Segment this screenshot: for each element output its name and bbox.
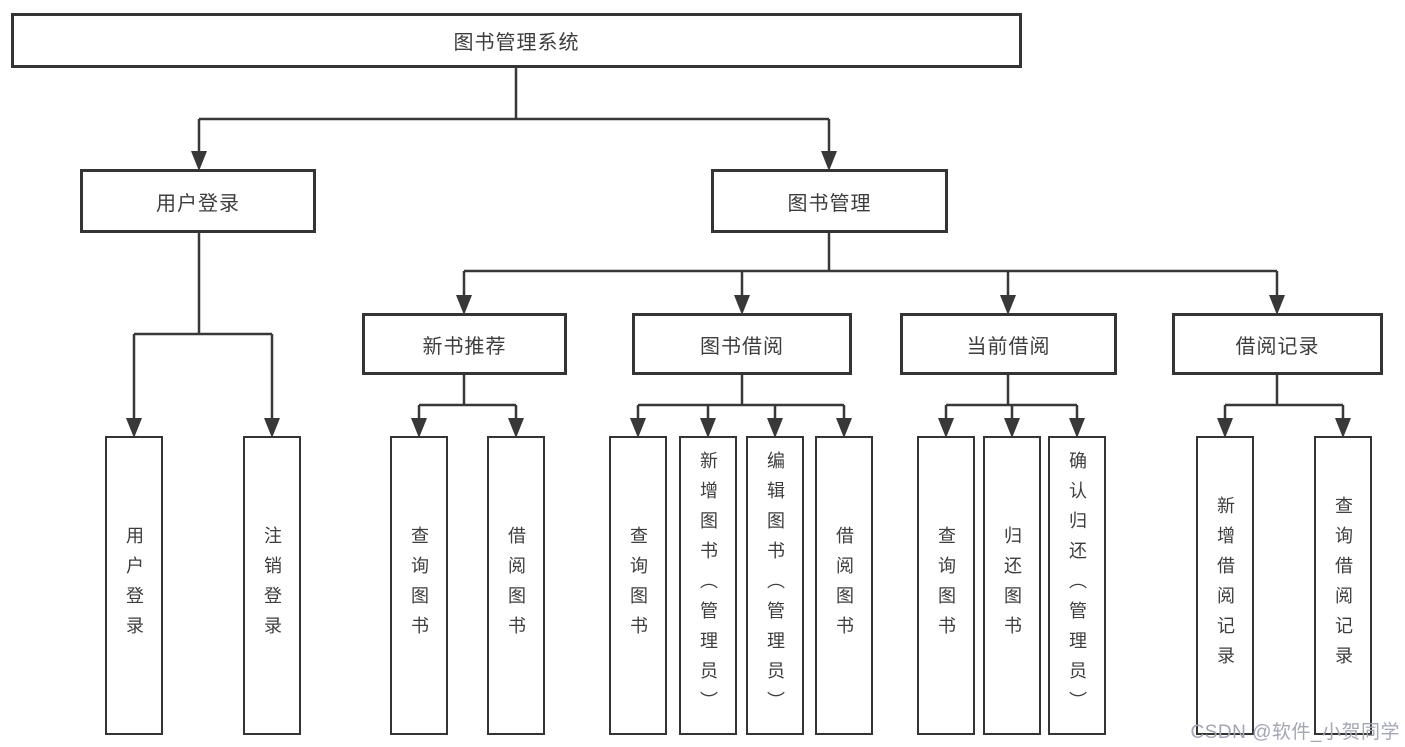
node-query-books-current: 查询图书 — [917, 436, 975, 735]
node-logout-leaf-label: 注销登录 — [262, 525, 282, 646]
node-confirm-return-admin-label: 确认归还（管理员） — [1067, 450, 1087, 721]
node-edit-book-admin-label: 编辑图书（管理员） — [765, 450, 785, 721]
node-query-books-current-label: 查询图书 — [936, 525, 956, 646]
node-query-books-recommend: 查询图书 — [390, 436, 448, 735]
node-book-borrowing: 图书借阅 — [632, 313, 852, 375]
node-book-management-label: 图书管理 — [787, 192, 872, 215]
node-library-system: 图书管理系统 — [11, 13, 1022, 68]
node-user-login-branch: 用户登录 — [80, 169, 316, 233]
node-book-management: 图书管理 — [711, 169, 948, 233]
node-return-books-label: 归还图书 — [1002, 525, 1022, 646]
node-add-book-admin-label: 新增图书（管理员） — [698, 450, 718, 721]
node-query-books-recommend-label: 查询图书 — [409, 525, 429, 646]
node-user-login-leaf: 用户登录 — [105, 436, 163, 735]
node-borrow-books-leaf: 借阅图书 — [815, 436, 873, 735]
node-library-system-label: 图书管理系统 — [453, 32, 580, 54]
node-borrow-books-recommend-label: 借阅图书 — [506, 525, 526, 646]
node-add-borrow-record: 新增借阅记录 — [1196, 436, 1254, 735]
node-current-borrowing: 当前借阅 — [900, 313, 1117, 375]
node-user-login-branch-label: 用户登录 — [156, 192, 240, 215]
node-borrow-books-leaf-label: 借阅图书 — [834, 525, 854, 646]
node-confirm-return-admin: 确认归还（管理员） — [1048, 436, 1106, 735]
node-query-borrow-record-label: 查询借阅记录 — [1333, 495, 1353, 676]
node-edit-book-admin: 编辑图书（管理员） — [746, 436, 804, 735]
node-query-borrow-record: 查询借阅记录 — [1314, 436, 1372, 735]
node-book-borrowing-label: 图书借阅 — [700, 335, 784, 358]
node-borrowing-records-label: 借阅记录 — [1235, 335, 1320, 358]
node-borrow-books-recommend: 借阅图书 — [487, 436, 545, 735]
node-borrowing-records: 借阅记录 — [1172, 313, 1383, 375]
node-return-books: 归还图书 — [983, 436, 1041, 735]
node-new-book-recommend: 新书推荐 — [362, 313, 567, 375]
node-query-books-borrow-label: 查询图书 — [628, 525, 648, 646]
csdn-watermark: CSDN @软件_小贺同学 — [1190, 722, 1400, 743]
node-query-books-borrow: 查询图书 — [609, 436, 667, 735]
node-new-book-recommend-label: 新书推荐 — [422, 335, 507, 358]
node-user-login-leaf-label: 用户登录 — [124, 525, 144, 646]
node-logout-leaf: 注销登录 — [243, 436, 301, 735]
node-current-borrowing-label: 当前借阅 — [966, 335, 1051, 358]
node-add-book-admin: 新增图书（管理员） — [679, 436, 737, 735]
node-add-borrow-record-label: 新增借阅记录 — [1215, 495, 1235, 676]
connector-segments — [132, 68, 1345, 420]
